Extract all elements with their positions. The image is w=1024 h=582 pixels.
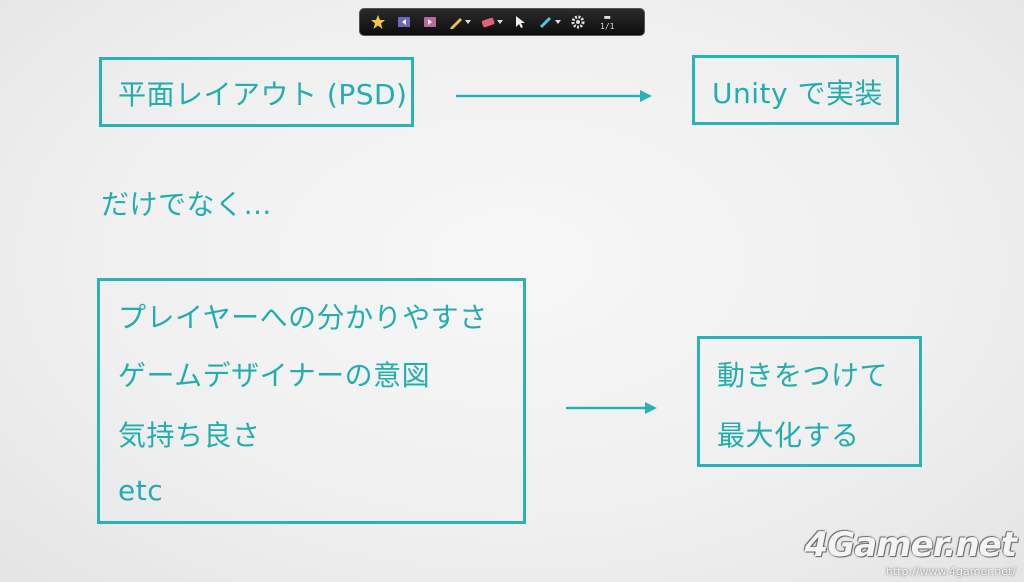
prev-slide-icon[interactable] — [394, 12, 414, 32]
chevron-down-icon — [554, 20, 561, 24]
psd-layout-box — [99, 57, 414, 127]
chevron-down-icon — [496, 20, 503, 24]
gear-icon[interactable] — [568, 12, 588, 32]
watermark-logo: 4Gamer.net — [804, 525, 1017, 565]
list-item: 気持ち良さ — [118, 419, 261, 452]
chevron-down-icon — [464, 20, 471, 24]
design-goals-box — [97, 278, 526, 524]
maximize-box — [697, 336, 922, 467]
maximize-line: 最大化する — [717, 419, 860, 452]
unity-box — [692, 55, 899, 125]
psd-layout-label: 平面レイアウト (PSD) — [118, 78, 408, 111]
watermark: 4Gamer.net http://www.4gamer.net/ — [804, 525, 1017, 578]
next-slide-icon[interactable] — [420, 12, 440, 32]
list-item: ゲームデザイナーの意図 — [118, 359, 431, 392]
highlight-star-icon[interactable] — [368, 12, 388, 32]
list-item: etc — [118, 474, 164, 507]
eraser-icon[interactable] — [478, 12, 504, 32]
pointer-icon[interactable] — [510, 12, 530, 32]
pen-icon[interactable] — [446, 12, 472, 32]
unity-label: Unity で実装 — [712, 77, 883, 110]
laser-icon[interactable] — [536, 12, 562, 32]
middle-text: だけでなく… — [101, 188, 273, 221]
maximize-line: 動きをつけて — [717, 359, 889, 392]
page-indicator: ▬ 1/1 — [600, 11, 615, 31]
watermark-url: http://www.4gamer.net/ — [885, 565, 1016, 578]
bottom-arrow — [566, 402, 657, 414]
presenter-toolbar: ▬ 1/1 — [359, 8, 645, 36]
top-arrow — [456, 90, 652, 102]
list-item: プレイヤーへの分かりやすさ — [118, 301, 488, 334]
